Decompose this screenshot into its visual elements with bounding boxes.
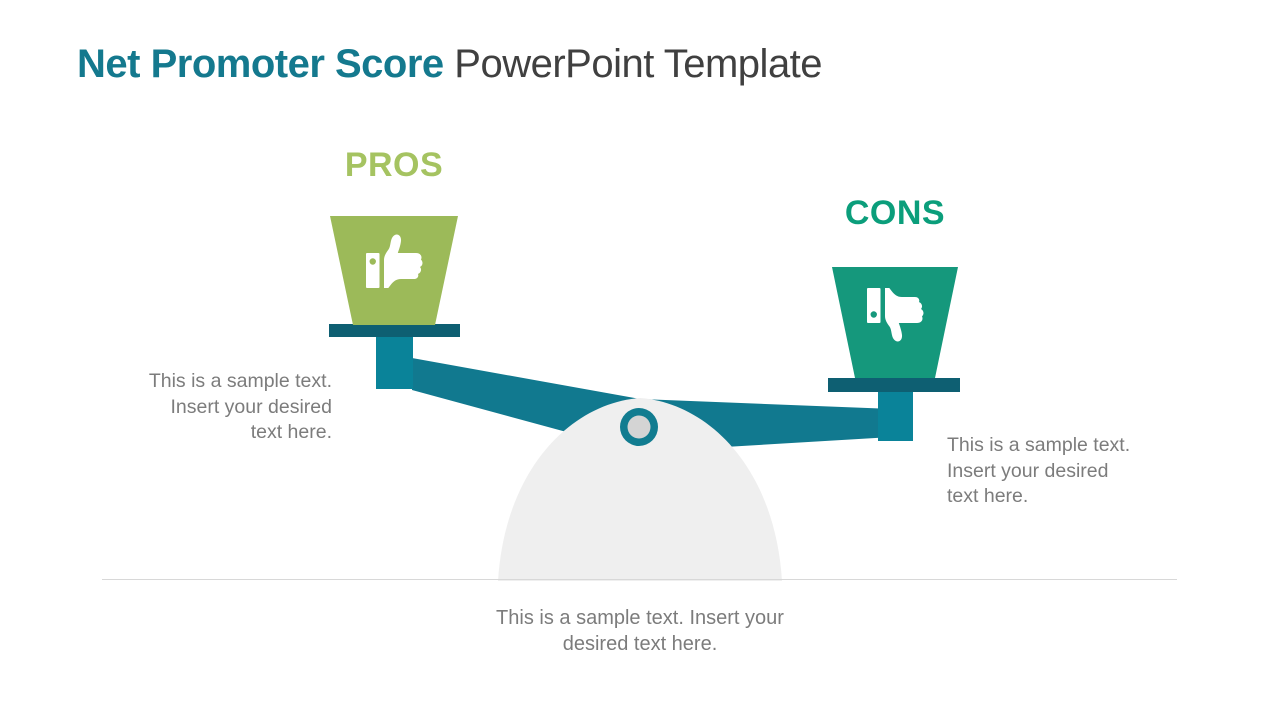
slide-title: Net Promoter Score PowerPoint Template <box>77 42 823 87</box>
title-rest: PowerPoint Template <box>454 42 823 86</box>
thumbs-up-icon <box>366 234 423 288</box>
cons-description-line: text here. <box>947 485 1029 507</box>
pros-description-line: text here. <box>250 421 332 443</box>
thumbs-down-icon <box>867 288 924 342</box>
footer-description-line: desired text here. <box>562 633 718 655</box>
pros-label: PROS <box>344 146 444 184</box>
pros-post <box>376 336 413 389</box>
cons-description-line: This is a sample text. <box>947 434 1131 456</box>
cons-plate <box>828 378 960 392</box>
thumbs-down-cuff-dot <box>870 311 877 318</box>
title-highlight: Net Promoter Score <box>77 42 444 86</box>
divider <box>102 579 1177 580</box>
pros-description: This is a sample text. Insert your desir… <box>90 369 332 446</box>
pivot-center <box>627 415 651 439</box>
cons-post <box>878 390 913 441</box>
pros-description-line: Insert your desired <box>170 395 333 418</box>
cons-description: This is a sample text. Insert your desir… <box>947 433 1213 510</box>
fulcrum <box>498 398 782 581</box>
footer-description: This is a sample text. Insert your desir… <box>430 605 850 657</box>
cons-description-line: Insert your desired <box>947 459 1109 482</box>
thumbs-up-cuff-dot <box>369 258 376 265</box>
pros-plate <box>329 324 460 337</box>
cons-label: CONS <box>844 194 946 232</box>
pros-description-line: This is a sample text. <box>148 370 332 392</box>
footer-description-line: This is a sample text. Insert your <box>496 607 784 629</box>
